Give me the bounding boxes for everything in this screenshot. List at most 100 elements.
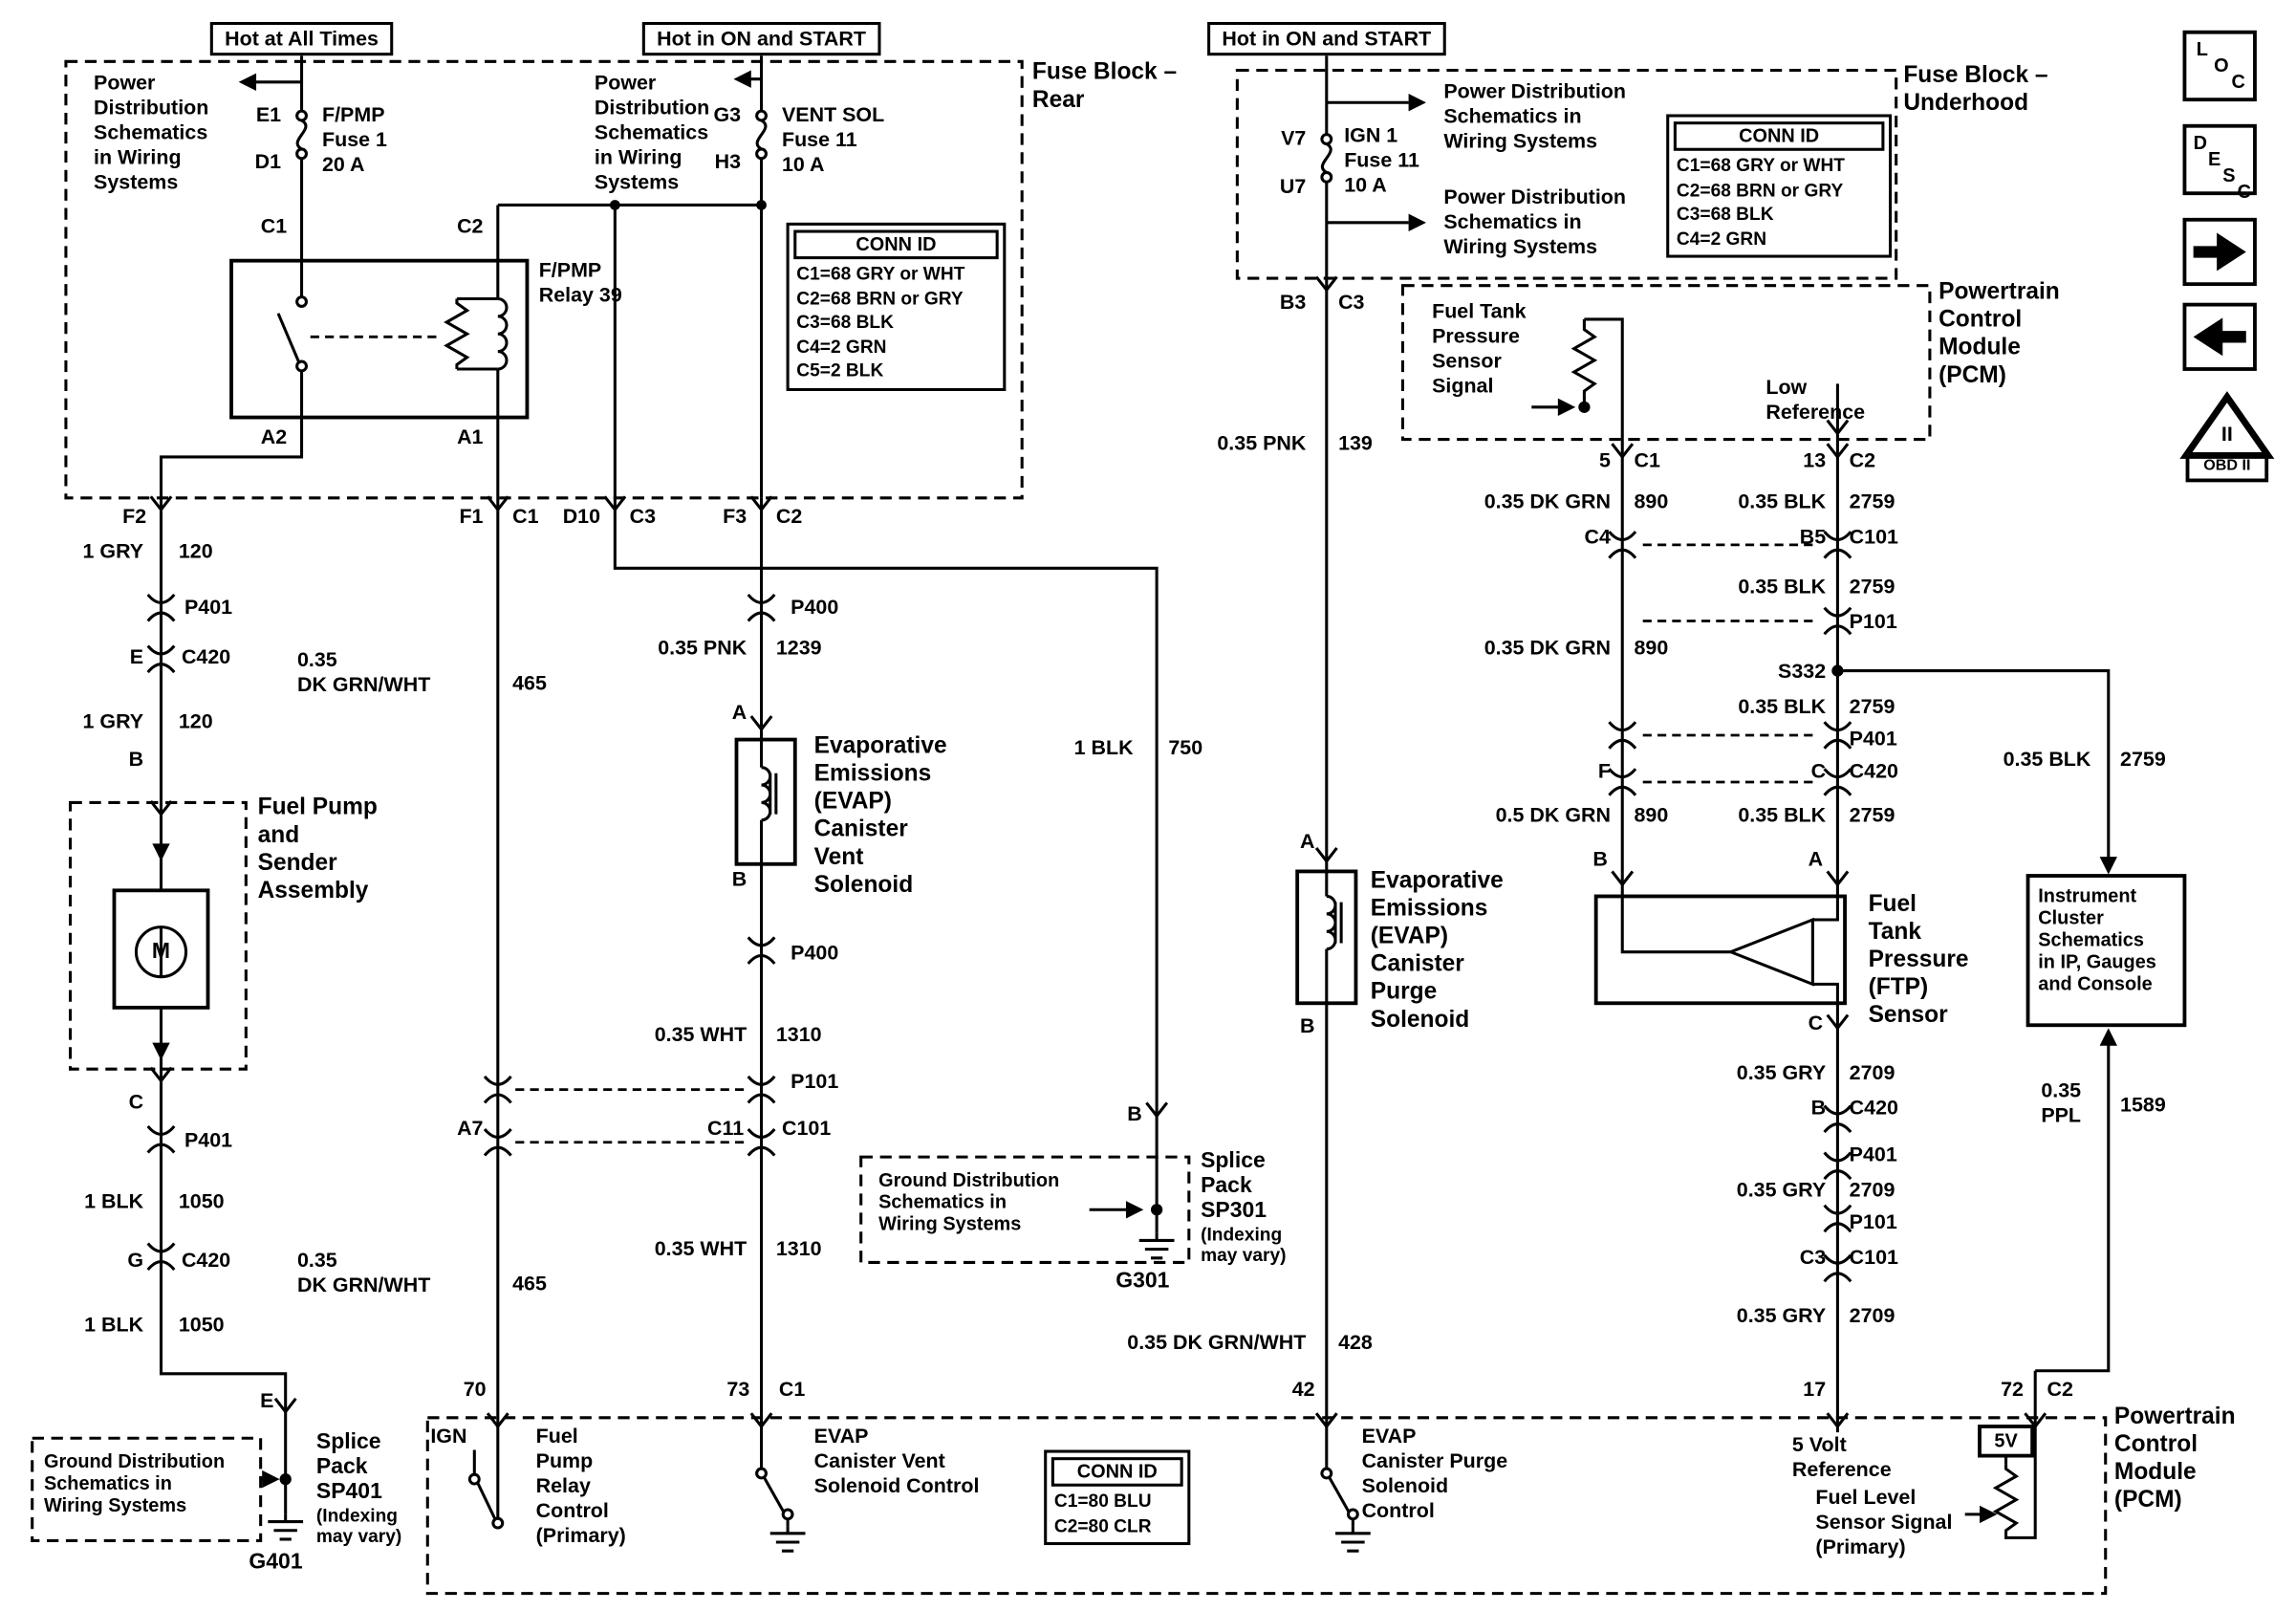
splice-sp301-note: (Indexing may vary)	[1201, 1224, 1287, 1266]
connector-p401-left1: P401	[184, 594, 233, 619]
pcm-bottom-box	[425, 1416, 2108, 1596]
connector-c101-r2: C101	[1849, 1245, 1898, 1269]
fuel-pump-assembly-box	[68, 800, 248, 1071]
wire-pnk-139: 0.35 PNK	[1217, 430, 1307, 454]
pin-13: 13	[1803, 447, 1827, 472]
ign-label: IGN	[430, 1423, 467, 1448]
terminal-a7: A7	[457, 1116, 484, 1140]
wire-blk2759-a: 0.35 BLK	[1738, 489, 1827, 513]
connector-p401-r2: P401	[1849, 1142, 1897, 1166]
legend-desc-box	[2182, 123, 2257, 196]
conn-id-underhood-row-2: C3=68 BLK	[1676, 203, 1774, 225]
terminal-v7: V7	[1281, 125, 1307, 150]
circuit-2709-a: 2709	[1849, 1060, 1895, 1084]
wire-blk2759-b: 0.35 BLK	[1738, 574, 1827, 598]
terminal-u7: U7	[1279, 174, 1307, 198]
circuit-2759-branch: 2759	[2120, 747, 2166, 771]
terminal-a-vent: A	[731, 700, 747, 724]
vent-solenoid-box	[734, 737, 797, 866]
terminal-g3: G3	[713, 102, 742, 126]
terminal-c-ftp: C	[1808, 1010, 1824, 1034]
terminal-c11: C11	[706, 1116, 745, 1140]
connector-c420-left1: C420	[181, 643, 231, 668]
wire-gry2709-b: 0.35 GRY	[1736, 1177, 1827, 1202]
connector-p101-r2: P101	[1849, 1209, 1897, 1233]
fuel-level-signal-label: Fuel Level Sensor Signal (Primary)	[1815, 1485, 1953, 1558]
five-volt-ref-label: 5 Volt Reference	[1791, 1432, 1892, 1481]
conn-id-rear-row-3: C4=2 GRN	[796, 336, 887, 357]
ground-g301: G301	[1116, 1268, 1170, 1294]
terminal-b-sp301: B	[1127, 1100, 1142, 1125]
evap-vent-control-label: EVAP Canister Vent Solenoid Control	[813, 1423, 980, 1497]
wire-dkgrn-b: 0.35 DK GRN	[1484, 635, 1611, 660]
conn-id-rear-row-1: C2=68 BRN or GRY	[796, 287, 964, 309]
power-dist-note-4: Power Distribution Schematics in Wiring …	[1443, 185, 1626, 258]
fuse-block-rear-box	[64, 59, 1024, 500]
connector-c3-b3: C3	[1338, 290, 1365, 314]
legend-letter-l: L	[2196, 37, 2208, 60]
terminal-e1: E1	[255, 102, 282, 126]
circuit-2759-b: 2759	[1849, 574, 1895, 598]
conn-id-pcm-row-0: C1=80 BLU	[1053, 1491, 1152, 1512]
terminal-f-c420: F	[1597, 758, 1611, 782]
wire-wht-a: 0.35 WHT	[654, 1022, 747, 1046]
terminal-c4: C4	[1584, 524, 1611, 548]
ftp-title: Fuel Tank Pressure (FTP) Sensor	[1868, 891, 1969, 1029]
connector-c101-r1: C101	[1849, 524, 1898, 548]
power-dist-note-3: Power Distribution Schematics in Wiring …	[1443, 78, 1626, 153]
circuit-465-b: 465	[512, 1271, 547, 1295]
splice-sp301-title: Splice Pack SP301	[1201, 1147, 1267, 1224]
terminal-g-c420: G	[127, 1248, 144, 1272]
terminal-b-vent: B	[731, 866, 747, 891]
pin-5-connector: C1	[1634, 447, 1660, 472]
circuit-750: 750	[1168, 734, 1203, 759]
fuse-fpmp-label: F/PMP Fuse 1 20 A	[321, 102, 387, 176]
circuit-2759-c: 2759	[1849, 694, 1895, 718]
conn-id-rear-row-2: C3=68 BLK	[796, 312, 894, 333]
fuse-vent-sol-label: VENT SOL Fuse 11 10 A	[781, 102, 885, 176]
connector-links	[310, 335, 1816, 1144]
pin-5: 5	[1599, 447, 1611, 472]
conn-id-rear-row-0: C1=68 GRY or WHT	[796, 263, 965, 285]
wire-1blk-a: 1 BLK	[84, 1188, 144, 1213]
connector-c420-r2: C420	[1849, 1095, 1898, 1120]
terminal-d10: D10	[562, 503, 601, 528]
terminal-d1: D1	[254, 149, 282, 173]
terminal-b-purge: B	[1300, 1013, 1315, 1037]
power-dist-note-1: Power Distribution Schematics in Wiring …	[94, 70, 209, 194]
pin-73-connector: C1	[778, 1376, 806, 1401]
wire-pnk-1239: 0.35 PNK	[658, 635, 747, 660]
fuse-block-rear-title: Fuse Block – Rear	[1031, 59, 1178, 113]
dashed-boundaries	[31, 59, 2108, 1596]
terminal-b5: B5	[1799, 524, 1827, 548]
hot-on-start-underhood-banner: Hot in ON and START	[1207, 21, 1446, 56]
relay-box	[229, 258, 530, 420]
relay-name: F/PMP Relay 39	[538, 257, 622, 307]
pin-17: 17	[1803, 1376, 1827, 1401]
fuse-block-underhood-title: Fuse Block – Underhood	[1903, 62, 2048, 117]
fuel-pump-relay-control-label: Fuel Pump Relay Control (Primary)	[535, 1423, 626, 1547]
terminal-b-ftp: B	[1592, 846, 1608, 870]
wire-1gry-b: 1 GRY	[82, 708, 144, 732]
ground-g401: G401	[249, 1549, 303, 1575]
terminal-c-pump: C	[128, 1089, 144, 1114]
circuit-1239: 1239	[775, 635, 822, 660]
wire-ppl: 0.35 PPL	[2041, 1078, 2082, 1126]
terminal-e-sp401: E	[260, 1388, 274, 1412]
pcm-top-box	[1400, 284, 1932, 442]
terminal-b-c420-r: B	[1810, 1095, 1827, 1120]
pin-73: 73	[726, 1376, 750, 1401]
circuit-465-a: 465	[512, 670, 547, 695]
wire-blk2759-branch: 0.35 BLK	[2003, 747, 2091, 771]
terminal-a-ftp: A	[1808, 846, 1824, 870]
conn-id-underhood-row-3: C4=2 GRN	[1676, 228, 1767, 249]
five-v-label: 5V	[1994, 1429, 2018, 1452]
instrument-cluster-title: Instrument Cluster Schematics in IP, Gau…	[2038, 884, 2156, 995]
evap-purge-control-label: EVAP Canister Purge Solenoid Control	[1361, 1423, 1508, 1522]
evap-purge-title: Evaporative Emissions (EVAP) Canister Pu…	[1370, 868, 1504, 1033]
connector-c1-f1: C1	[512, 503, 539, 528]
conn-id-pcm-row-1: C2=80 CLR	[1053, 1514, 1152, 1536]
